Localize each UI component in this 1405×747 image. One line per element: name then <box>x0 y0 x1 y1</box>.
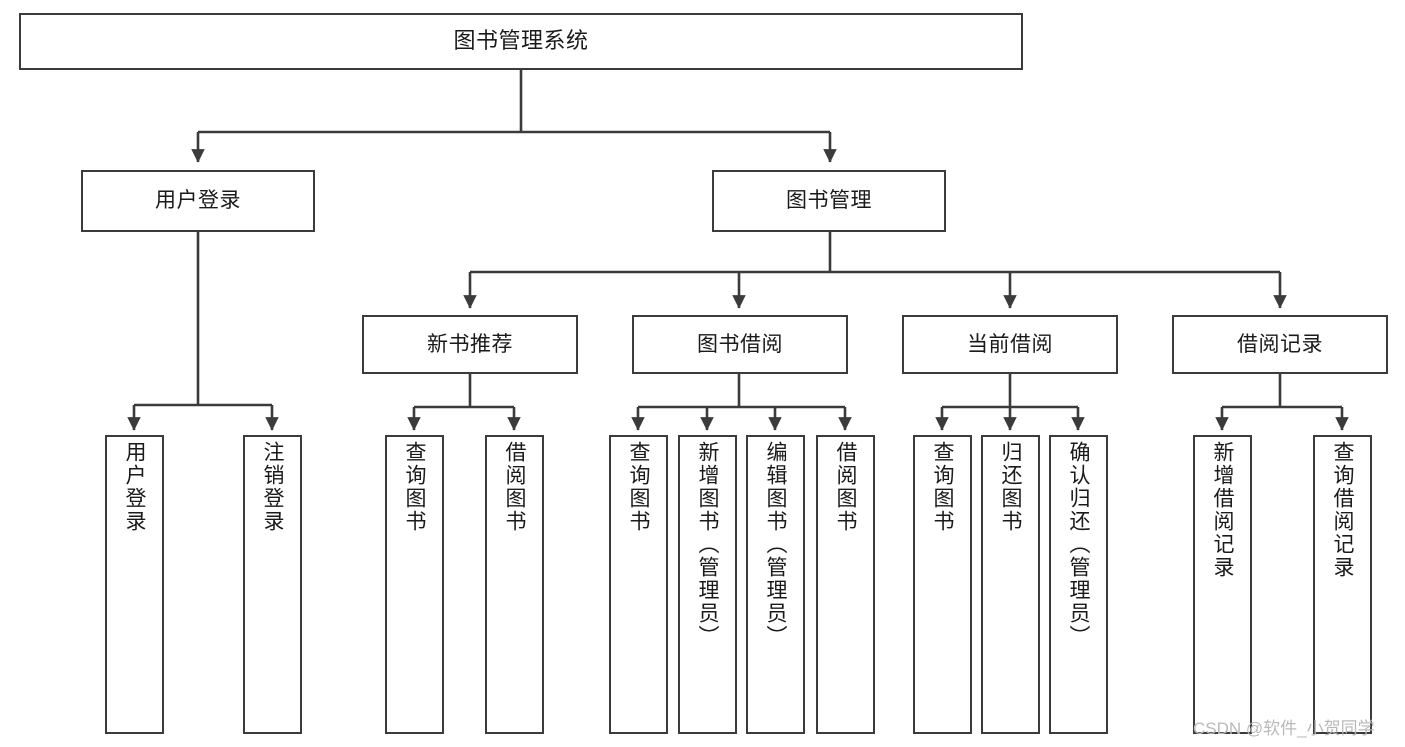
node-new-book-recommend[interactable]: 新书推荐 <box>362 315 578 374</box>
node-current-borrow[interactable]: 当前借阅 <box>902 315 1118 374</box>
node-label: 新增借阅记录 <box>1211 441 1234 579</box>
node-label: 当前借阅 <box>967 332 1053 356</box>
node-label: 新书推荐 <box>427 332 513 356</box>
leaf-user-login-logout[interactable]: 注销登录 <box>243 435 302 734</box>
node-root-book-management-system[interactable]: 图书管理系统 <box>19 13 1023 70</box>
node-label: 用户登录 <box>123 441 146 533</box>
leaf-record-query-record[interactable]: 查询借阅记录 <box>1313 435 1372 734</box>
leaf-borrow-edit-book-admin[interactable]: 编辑图书（管理员） <box>746 435 805 734</box>
leaf-user-login-login[interactable]: 用户登录 <box>105 435 164 734</box>
node-borrow-record[interactable]: 借阅记录 <box>1172 315 1388 374</box>
node-book-management[interactable]: 图书管理 <box>712 170 946 232</box>
node-label: 用户登录 <box>155 189 241 213</box>
node-label: 查询图书 <box>627 441 650 533</box>
node-label: 编辑图书（管理员） <box>764 441 787 648</box>
leaf-current-return-book[interactable]: 归还图书 <box>981 435 1040 734</box>
node-label: 借阅图书 <box>503 441 526 533</box>
leaf-borrow-borrow-book[interactable]: 借阅图书 <box>816 435 875 734</box>
node-label: 图书管理系统 <box>453 28 589 54</box>
node-book-borrow[interactable]: 图书借阅 <box>632 315 848 374</box>
node-label: 借阅图书 <box>834 441 857 533</box>
leaf-current-confirm-return-admin[interactable]: 确认归还（管理员） <box>1049 435 1108 734</box>
node-label: 图书借阅 <box>697 332 783 356</box>
leaf-record-add-record[interactable]: 新增借阅记录 <box>1193 435 1252 734</box>
node-label: 注销登录 <box>261 441 284 533</box>
node-label: 新增图书（管理员） <box>696 441 719 648</box>
node-user-login[interactable]: 用户登录 <box>81 170 315 232</box>
leaf-recommend-query-book[interactable]: 查询图书 <box>385 435 444 734</box>
node-label: 借阅记录 <box>1237 332 1323 356</box>
node-label: 确认归还（管理员） <box>1067 441 1090 648</box>
csdn-watermark: CSDN @软件_小贺同学 <box>1193 719 1375 738</box>
node-label: 查询借阅记录 <box>1331 441 1354 579</box>
leaf-current-query-book[interactable]: 查询图书 <box>913 435 972 734</box>
node-label: 图书管理 <box>786 189 872 213</box>
node-label: 查询图书 <box>931 441 954 533</box>
node-label: 归还图书 <box>999 441 1022 533</box>
node-label: 查询图书 <box>403 441 426 533</box>
leaf-recommend-borrow-book[interactable]: 借阅图书 <box>485 435 544 734</box>
leaf-borrow-query-book[interactable]: 查询图书 <box>609 435 668 734</box>
leaf-borrow-add-book-admin[interactable]: 新增图书（管理员） <box>678 435 737 734</box>
